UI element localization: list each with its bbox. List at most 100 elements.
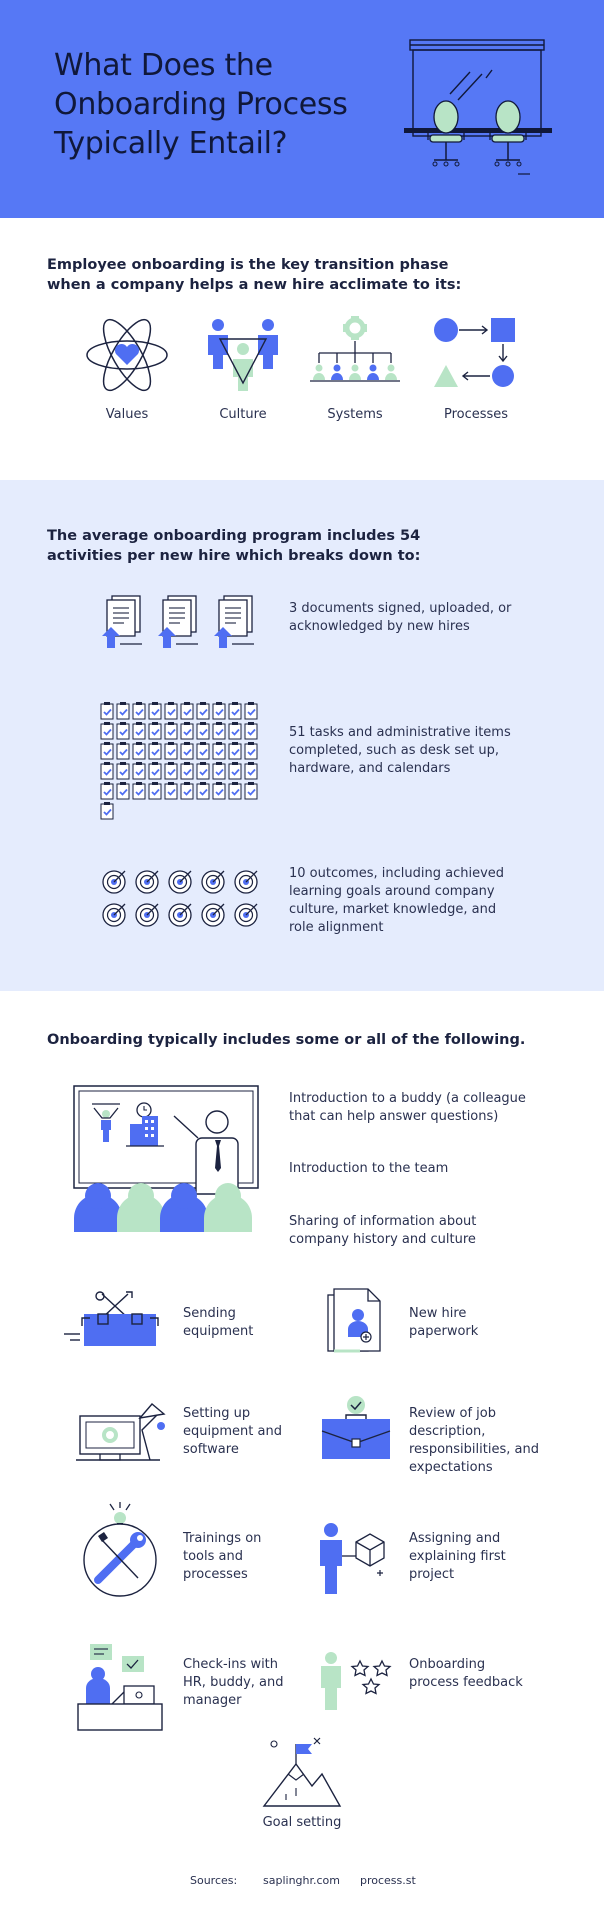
office-chairs-icon — [404, 39, 552, 175]
source-link-saplinghr[interactable]: saplinghr.com — [263, 1874, 340, 1887]
checklist-item — [132, 742, 146, 760]
checklist-item — [196, 782, 210, 800]
document-upload-icon — [101, 595, 255, 649]
pillar-systems: Systems — [300, 315, 410, 422]
pillar-label: Values — [105, 407, 149, 422]
checklist-item — [196, 702, 210, 720]
hierarchy-icon — [310, 316, 400, 382]
computer-lamp-icon — [76, 1403, 166, 1461]
checklist-item — [148, 742, 162, 760]
checklist-item — [212, 782, 226, 800]
checklist-item — [244, 702, 258, 720]
process-flow-icon — [434, 318, 515, 387]
checklist-item — [100, 742, 114, 760]
target-item — [102, 903, 126, 927]
team-presentation-icon — [73, 1085, 259, 1232]
checklist-item — [116, 782, 130, 800]
checklist-item — [180, 742, 194, 760]
checklist-item — [228, 762, 242, 780]
checklist-item — [116, 762, 130, 780]
checklist-item — [164, 782, 178, 800]
checklist-item — [116, 702, 130, 720]
checklist-item — [212, 742, 226, 760]
checklist-item — [100, 802, 114, 820]
checklist-item — [116, 742, 130, 760]
target-item — [234, 903, 258, 927]
checklist-item — [228, 702, 242, 720]
item-first-project: Assigning and explaining first project — [409, 1531, 506, 1582]
item-team: Introduction to the team — [289, 1161, 449, 1176]
checklist-item — [212, 702, 226, 720]
pillar-values: Values — [72, 315, 182, 422]
checklist-item — [148, 702, 162, 720]
checklist-item — [148, 782, 162, 800]
desk-chat-icon — [77, 1644, 163, 1731]
checklist-item — [164, 702, 178, 720]
item-feedback: Onboarding process feedback — [409, 1657, 523, 1690]
checklist-item — [100, 722, 114, 740]
target-item — [201, 870, 225, 894]
item-goal-setting: Goal setting — [262, 1815, 342, 1830]
checklist-item — [228, 742, 242, 760]
target-item — [168, 870, 192, 894]
people-triangle-icon — [208, 319, 278, 391]
checklist-item — [116, 722, 130, 740]
checklist-item — [244, 722, 258, 740]
item-trainings: Trainings on tools and processes — [183, 1531, 262, 1582]
target-icon — [102, 870, 258, 927]
item-checkins: Check-ins with HR, buddy, and manager — [183, 1657, 284, 1708]
target-item — [102, 870, 126, 894]
item-buddy: Introduction to a buddy (a colleague tha… — [289, 1091, 526, 1124]
pillar-culture: Culture — [188, 315, 298, 422]
checklist-item — [164, 722, 178, 740]
pillar-processes: Processes — [421, 315, 531, 422]
checklist-item — [196, 722, 210, 740]
activity-outcomes: 10 outcomes, including achieved learning… — [289, 866, 505, 935]
checklist-item — [148, 762, 162, 780]
checklist-item — [180, 722, 194, 740]
paperwork-icon — [327, 1288, 381, 1353]
section1-intro: Employee onboarding is the key transitio… — [47, 257, 462, 293]
checklist-item — [132, 702, 146, 720]
item-job-description: Review of job description, responsibilit… — [409, 1406, 539, 1475]
checklist-item — [196, 742, 210, 760]
checklist-item — [100, 782, 114, 800]
checklist-item — [212, 762, 226, 780]
checklist-item — [212, 722, 226, 740]
checklist-item — [100, 762, 114, 780]
item-sending-equipment: Sending equipment — [183, 1306, 254, 1339]
checklist-item — [228, 782, 242, 800]
target-item — [234, 870, 258, 894]
mountain-flag-icon — [262, 1737, 342, 1807]
page-title: What Does the Onboarding Process Typical… — [54, 48, 348, 161]
checklist-icon — [100, 702, 258, 820]
checklist-item — [196, 762, 210, 780]
checklist-item — [132, 782, 146, 800]
checklist-item — [148, 722, 162, 740]
atom-heart-icon — [86, 318, 168, 392]
item-paperwork: New hire paperwork — [409, 1306, 479, 1339]
header-banner: What Does the Onboarding Process Typical… — [0, 0, 604, 218]
checklist-item — [180, 782, 194, 800]
sources-label: Sources: — [190, 1874, 238, 1887]
checklist-item — [244, 762, 258, 780]
section3-intro: Onboarding typically includes some or al… — [47, 1032, 526, 1048]
activity-documents: 3 documents signed, uploaded, or acknowl… — [289, 601, 512, 634]
item-setup-equipment: Setting up equipment and software — [183, 1406, 282, 1457]
target-item — [135, 903, 159, 927]
target-item — [168, 903, 192, 927]
target-item — [135, 870, 159, 894]
pillar-label: Systems — [327, 407, 383, 422]
section2-intro: The average onboarding program includes … — [47, 528, 421, 564]
briefcase-check-icon — [321, 1396, 391, 1459]
checklist-item — [180, 702, 194, 720]
tools-icon — [83, 1502, 157, 1597]
checklist-item — [164, 742, 178, 760]
activity-tasks: 51 tasks and administrative items comple… — [289, 725, 511, 776]
pillar-label: Processes — [443, 407, 509, 422]
source-link-process-st[interactable]: process.st — [360, 1874, 416, 1887]
person-stars-icon — [321, 1652, 392, 1710]
checklist-item — [228, 722, 242, 740]
checklist-item — [164, 762, 178, 780]
target-item — [201, 903, 225, 927]
